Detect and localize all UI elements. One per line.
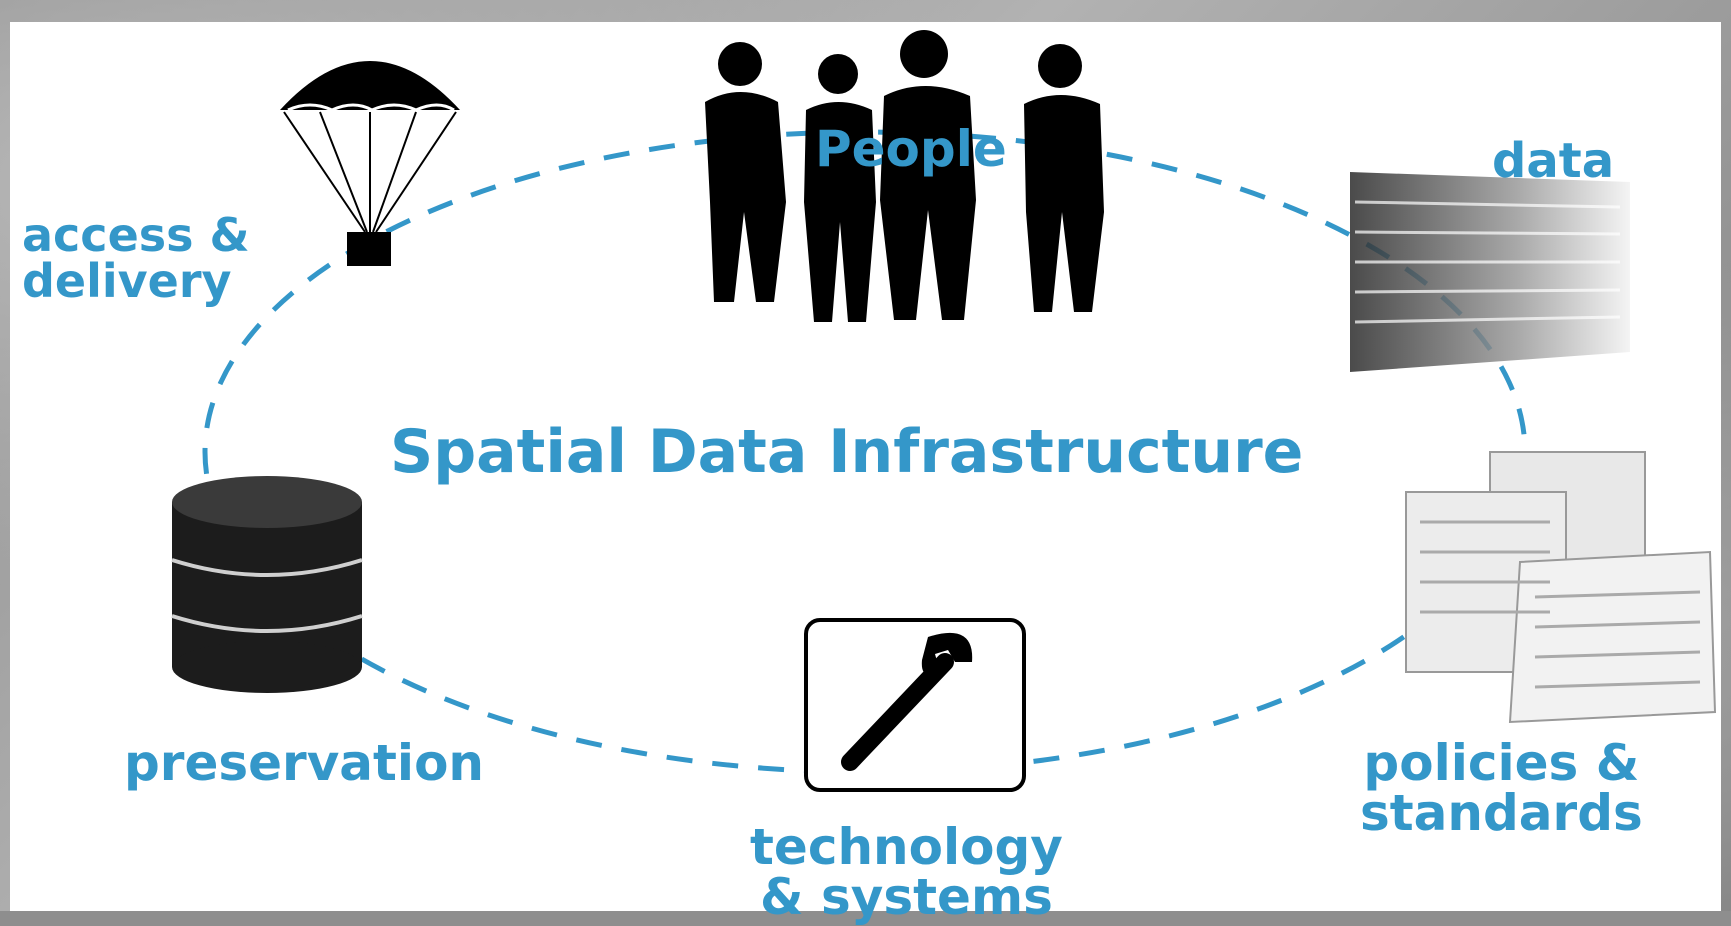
technology-line-1: technology	[750, 818, 1063, 876]
sdi-diagram	[171, 30, 1717, 792]
data-label: data	[1492, 133, 1615, 189]
people-silhouette-icon	[705, 30, 1104, 322]
people-label: People	[815, 120, 1007, 178]
policies-line-2: standards	[1360, 784, 1643, 842]
documents-icon	[1405, 451, 1717, 724]
wrench-icon	[804, 618, 1026, 792]
technology-systems-label: technology & systems	[750, 822, 1063, 922]
database-icon	[171, 476, 363, 693]
technology-line-2: & systems	[760, 868, 1053, 926]
access-line-1: access &	[22, 208, 250, 262]
access-line-2: delivery	[22, 254, 232, 308]
diagram-title: Spatial Data Infrastructure	[390, 417, 1304, 487]
data-wall-icon	[1350, 172, 1630, 372]
diagram-panel: Spatial Data Infrastructure People data …	[10, 22, 1721, 922]
parachute-icon	[280, 61, 460, 266]
access-delivery-label: access & delivery	[22, 212, 250, 304]
preservation-label: preservation	[124, 734, 485, 792]
policies-standards-label: policies & standards	[1360, 738, 1643, 838]
policies-line-1: policies &	[1363, 734, 1640, 792]
